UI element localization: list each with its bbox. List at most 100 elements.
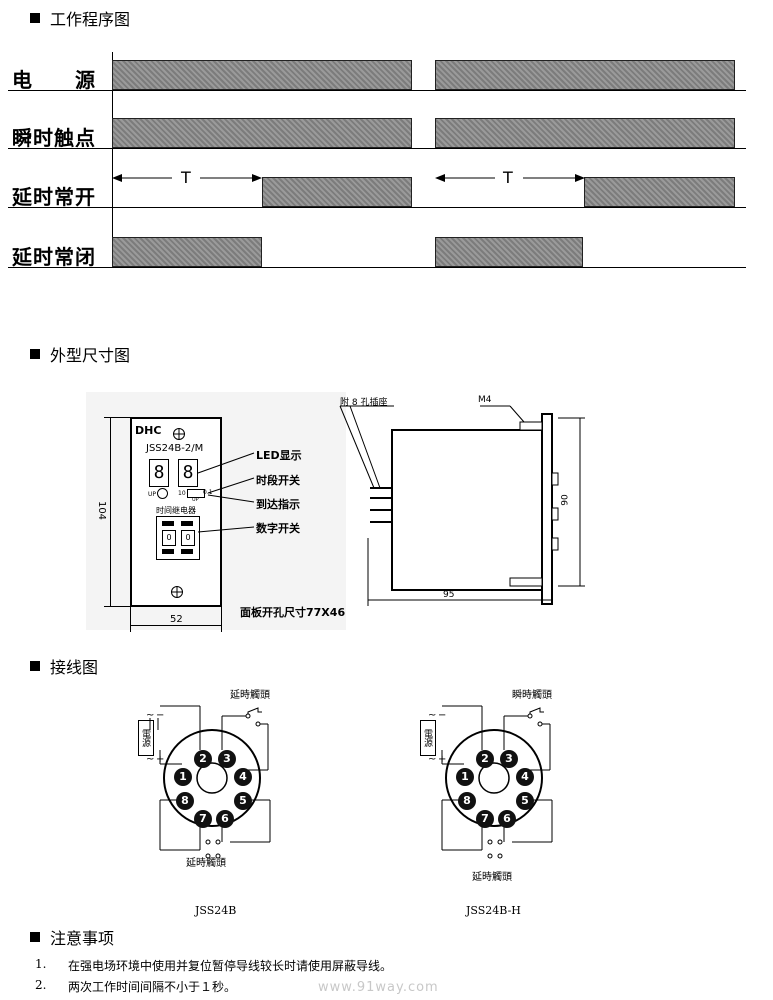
note-1-text: 在强电场环境中使用并复位暂停导线较长时请使用屏蔽导线。	[68, 959, 393, 973]
timing-bar-power-1	[112, 60, 412, 90]
bullet-square-icon	[30, 349, 40, 359]
timing-axis	[112, 52, 113, 268]
tilde-label: ~	[428, 710, 437, 721]
side-view-drawing	[339, 405, 585, 606]
screw-label: M4	[478, 395, 492, 405]
wiring-right-top-label: 瞬時觸頭	[512, 690, 552, 701]
cutout-label: 面板开孔尺寸77X46	[240, 606, 346, 619]
timing-t-arrow-2	[435, 174, 585, 182]
timing-bar-delay-nc-2	[435, 237, 583, 267]
section-title-notes-text: 注意事项	[50, 929, 115, 948]
power-box: 電源	[138, 720, 154, 756]
front-panel	[130, 417, 222, 607]
crosshair-icon	[171, 586, 183, 598]
pin-1: 1	[174, 768, 192, 786]
timing-label-delay-no: 延时常开	[12, 185, 96, 209]
up-label: UP	[148, 491, 157, 498]
timing-label-instant: 瞬时触点	[12, 126, 96, 150]
dim-line-width	[130, 625, 222, 626]
callout-led: LED显示	[256, 449, 302, 462]
pin-5: 5	[234, 792, 252, 810]
led-digit: 8	[149, 459, 169, 487]
wiring-left-caption: JSS24B	[195, 904, 237, 917]
timing-bar-power-2	[435, 60, 735, 90]
timing-bar-instant-1	[112, 118, 412, 148]
minus-label: −	[156, 710, 165, 721]
section-title-dims-text: 外型尺寸图	[50, 346, 131, 365]
pin-4: 4	[234, 768, 252, 786]
arrival-indicator	[157, 488, 168, 499]
tilde-label: ~	[146, 754, 155, 765]
dim-ext	[130, 607, 131, 632]
wiring-left-top-label: 延時觸頭	[230, 690, 270, 701]
note-2-text: 两次工作时间间隔不小于１秒。	[68, 980, 237, 994]
pin-7: 7	[194, 810, 212, 828]
dim-ext	[104, 606, 130, 607]
pin-2: 2	[476, 750, 494, 768]
plus-label: +	[156, 754, 165, 765]
pin-1: 1	[456, 768, 474, 786]
dim-ext	[104, 417, 130, 418]
bullet-square-icon	[30, 932, 40, 942]
timing-t-label-1: T	[181, 168, 191, 187]
section-title-timing: 工作程序图	[30, 6, 130, 30]
timing-bar-instant-2	[435, 118, 735, 148]
bullet-square-icon	[30, 661, 40, 671]
depth-text: 95	[443, 590, 455, 600]
timing-baseline	[8, 90, 746, 91]
tilde-label: ~	[146, 710, 155, 721]
side-height-text: 90	[560, 494, 571, 506]
pin-6: 6	[216, 810, 234, 828]
section-title-wiring-text: 接线图	[50, 658, 99, 677]
pin-3: 3	[500, 750, 518, 768]
timing-baseline	[8, 267, 746, 268]
wiring-left-bottom-label: 延時觸頭	[186, 858, 226, 869]
pin-8: 8	[458, 792, 476, 810]
callout-digit: 数字开关	[256, 522, 300, 535]
range-switch[interactable]	[187, 489, 205, 498]
power-box: 電源	[420, 720, 436, 756]
pin-8: 8	[176, 792, 194, 810]
timing-baseline	[8, 148, 746, 149]
bullet-square-icon	[30, 13, 40, 23]
timing-label-power: 电 源	[12, 68, 96, 92]
callout-arrival: 到达指示	[256, 498, 300, 511]
timing-t-arrow-1	[112, 174, 262, 182]
pin-5: 5	[516, 792, 534, 810]
dim-height-text: 104	[96, 500, 108, 521]
digit-switch-block[interactable]: 0 0	[156, 516, 200, 560]
relay-label: 时间继电器	[156, 506, 196, 515]
wiring-right-caption: JSS24B-H	[466, 904, 521, 917]
brand-label: DHC	[135, 424, 162, 437]
range-down-label: UP	[192, 497, 199, 503]
timing-bar-delay-no-2	[584, 177, 735, 207]
pin-4: 4	[516, 768, 534, 786]
wiring-left: 延時觸頭 電源 ~ − ~ + 延時觸頭 1 2 3 4 5 6 7 8	[130, 680, 290, 880]
pin-3: 3	[218, 750, 236, 768]
crosshair-icon	[173, 428, 185, 440]
section-title-timing-text: 工作程序图	[50, 10, 131, 29]
minus-label: −	[438, 710, 447, 721]
wiring-right-bottom-label: 延時觸頭	[472, 872, 512, 883]
range-right-label: 0.1	[203, 489, 213, 496]
timing-bar-delay-no-1	[262, 177, 412, 207]
socket-label: 附 8 孔插座	[340, 398, 388, 408]
dim-ext	[221, 607, 222, 632]
plus-label: +	[438, 754, 447, 765]
wiring-right: 瞬時觸頭 電源 ~ − ~ + 延時觸頭 1 2 3 4 5 6 7 8	[412, 680, 572, 883]
tilde-label: ~	[428, 754, 437, 765]
timing-bar-delay-nc-1	[112, 237, 262, 267]
pin-7: 7	[476, 810, 494, 828]
watermark: www.91way.com	[318, 980, 439, 995]
dim-line-height	[110, 417, 111, 607]
dim-width-text: 52	[170, 614, 183, 625]
note-2-num: 2.	[35, 978, 47, 992]
timing-label-delay-nc: 延时常闭	[12, 245, 96, 269]
callout-leaders	[197, 452, 255, 533]
section-title-wiring: 接线图	[30, 654, 98, 678]
range-left-label: 10	[178, 490, 186, 497]
timing-baseline	[8, 207, 746, 208]
section-title-notes: 注意事项	[30, 925, 114, 949]
section-title-dims: 外型尺寸图	[30, 342, 130, 366]
callout-range: 时段开关	[256, 474, 300, 487]
